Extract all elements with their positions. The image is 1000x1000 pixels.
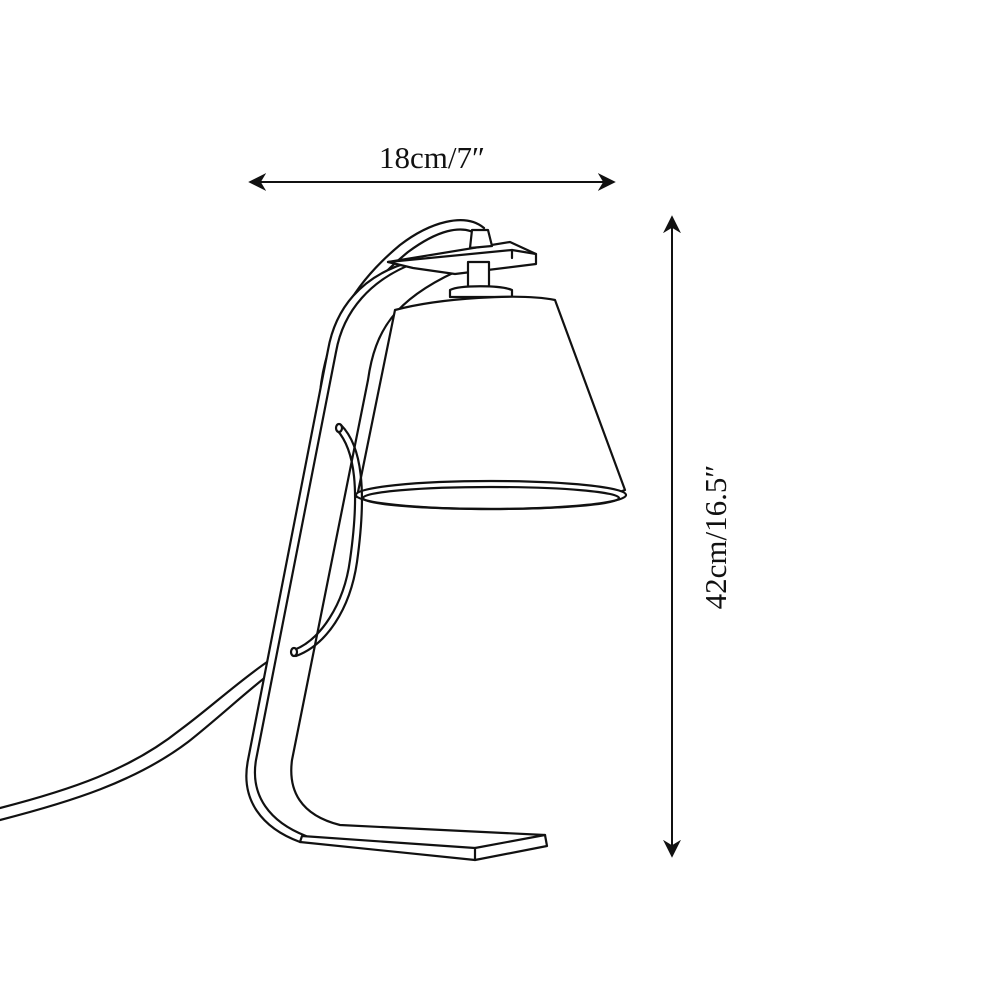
socket-cap (448, 285, 514, 299)
height-dimension-label: 42cm/16.5″ (698, 464, 733, 610)
top-arm-plate (386, 228, 538, 276)
width-dimension-label: 18cm/7″ (379, 140, 485, 175)
cord-grommet (468, 228, 494, 250)
socket-stem (466, 260, 491, 290)
lamp-shade (354, 295, 628, 511)
lamp-frame (245, 259, 549, 862)
front-cord (289, 422, 364, 658)
power-cord (0, 658, 274, 822)
